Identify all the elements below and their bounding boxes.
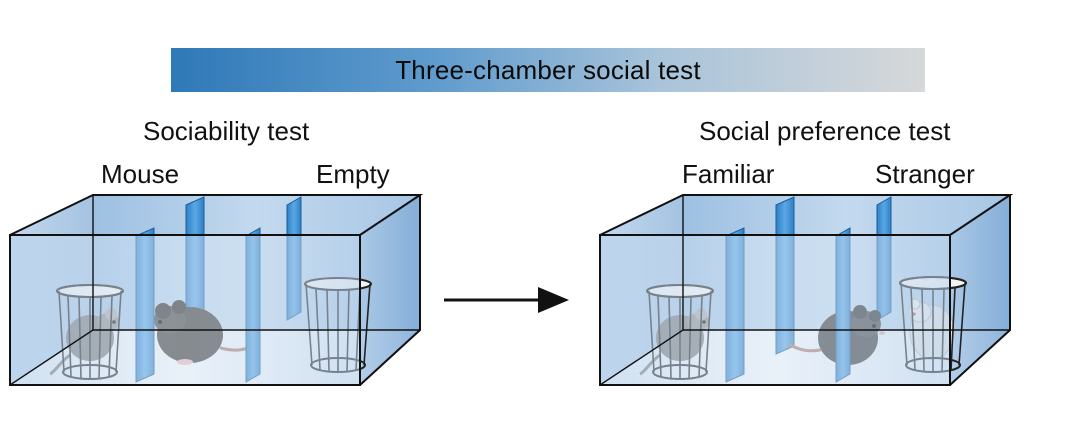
social-preference-test-title: Social preference test: [699, 116, 951, 146]
sociability-chamber: [9, 194, 424, 386]
familiar-label: Familiar: [682, 159, 775, 189]
social-preference-chamber: [599, 194, 1014, 386]
stranger-label: Stranger: [875, 159, 975, 189]
arrow-right-icon: [444, 287, 569, 313]
banner-title: Three-chamber social test: [395, 54, 701, 85]
mouse-label: Mouse: [101, 159, 180, 189]
title-banner: Three-chamber social test: [171, 48, 925, 92]
empty-label: Empty: [316, 159, 390, 189]
sociability-test-title: Sociability test: [143, 116, 310, 146]
